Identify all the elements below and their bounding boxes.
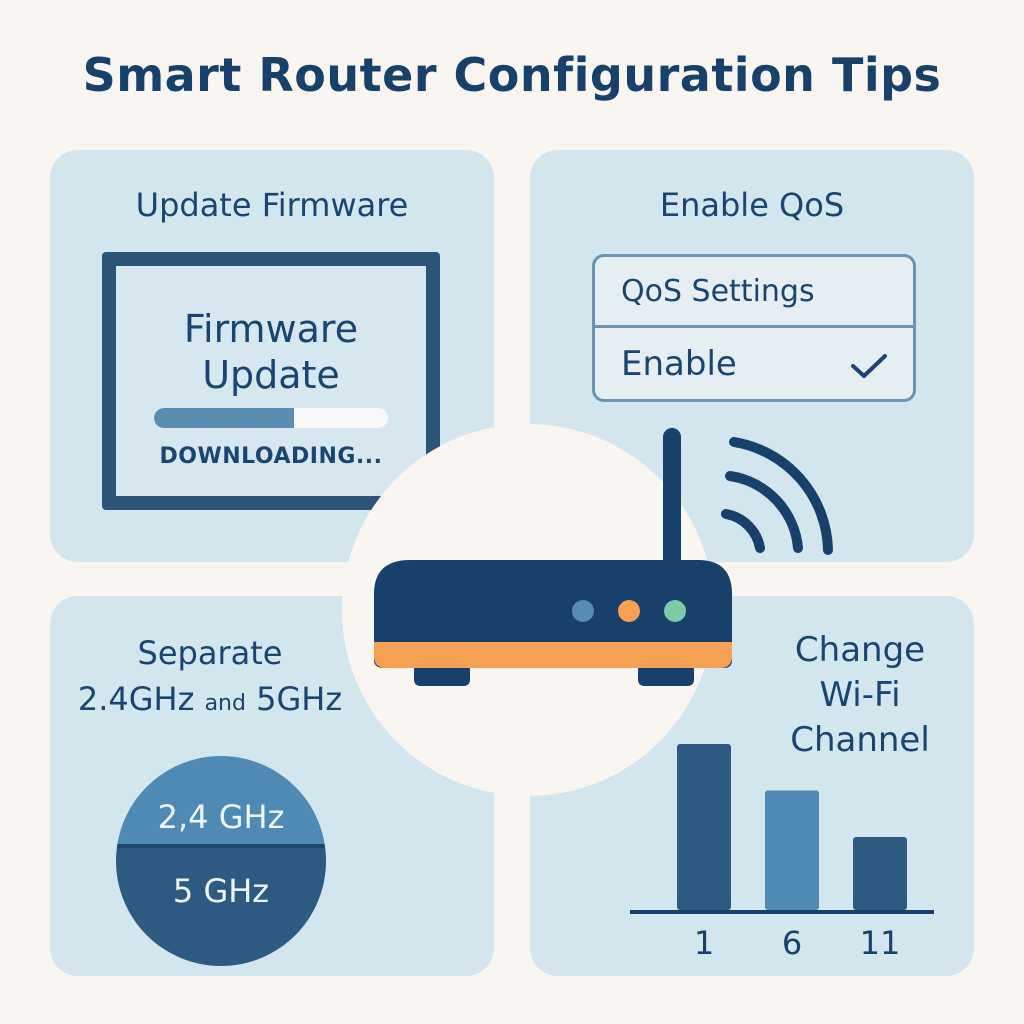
antenna-icon — [663, 428, 681, 588]
bands-heading-band1: 2.4GHz — [77, 680, 195, 718]
bands-heading: Separate 2.4GHz and 5GHz — [50, 630, 370, 727]
bands-heading-line1: Separate — [137, 634, 283, 672]
bands-heading-and: and — [204, 691, 246, 716]
channel-bar-6 — [765, 790, 819, 910]
led-orange — [618, 600, 640, 622]
firmware-progress-fill — [154, 408, 295, 428]
qos-enable-toggle[interactable]: Enable — [595, 328, 913, 399]
band-divider — [116, 844, 326, 848]
qos-settings-label: QoS Settings — [621, 273, 815, 309]
firmware-title-line2: Update — [202, 353, 340, 397]
firmware-card: Update Firmware Firmware Update DOWNLOAD… — [50, 150, 494, 562]
qos-heading: Enable QoS — [659, 186, 845, 224]
channel-bar-1 — [677, 744, 731, 910]
channel-heading: Change Wi-Fi Channel — [760, 628, 960, 763]
band-24ghz-label: 2,4 GHz — [157, 798, 285, 836]
qos-settings-row[interactable]: QoS Settings — [595, 257, 913, 328]
firmware-screen: Firmware Update DOWNLOADING... — [102, 252, 440, 510]
channel-heading-line2: Wi-Fi — [819, 675, 901, 715]
led-green — [664, 600, 686, 622]
firmware-screen-title: Firmware Update — [116, 306, 426, 398]
check-icon — [851, 354, 887, 378]
led-blue — [572, 600, 594, 622]
qos-settings-panel: QoS Settings Enable — [592, 254, 916, 402]
router-body — [374, 560, 732, 668]
channel-bar-11 — [853, 836, 907, 910]
bands-heading-band2: 5GHz — [256, 680, 343, 718]
firmware-progress-bar — [154, 408, 388, 428]
band-split-circle: 2,4 GHz 5 GHz — [116, 756, 326, 966]
wifi-signal-icon — [721, 437, 833, 555]
band-5ghz-label: 5 GHz — [172, 872, 270, 910]
channel-tick-label-6: 6 — [782, 924, 802, 962]
firmware-status: DOWNLOADING... — [159, 444, 383, 469]
page-title: Smart Router Configuration Tips — [82, 48, 942, 102]
channel-heading-line1: Change — [794, 630, 926, 670]
band-24ghz[interactable]: 2,4 GHz — [116, 756, 326, 848]
channel-heading-line3: Channel — [790, 720, 930, 760]
router-stripe — [374, 642, 732, 668]
firmware-title-line1: Firmware — [183, 307, 359, 351]
router-icon — [374, 428, 732, 686]
channel-tick-label-1: 1 — [694, 924, 714, 962]
firmware-heading: Update Firmware — [135, 186, 409, 224]
band-5ghz[interactable]: 5 GHz — [116, 848, 326, 966]
channel-tick-label-11: 11 — [860, 924, 901, 962]
qos-enable-label: Enable — [621, 343, 737, 384]
